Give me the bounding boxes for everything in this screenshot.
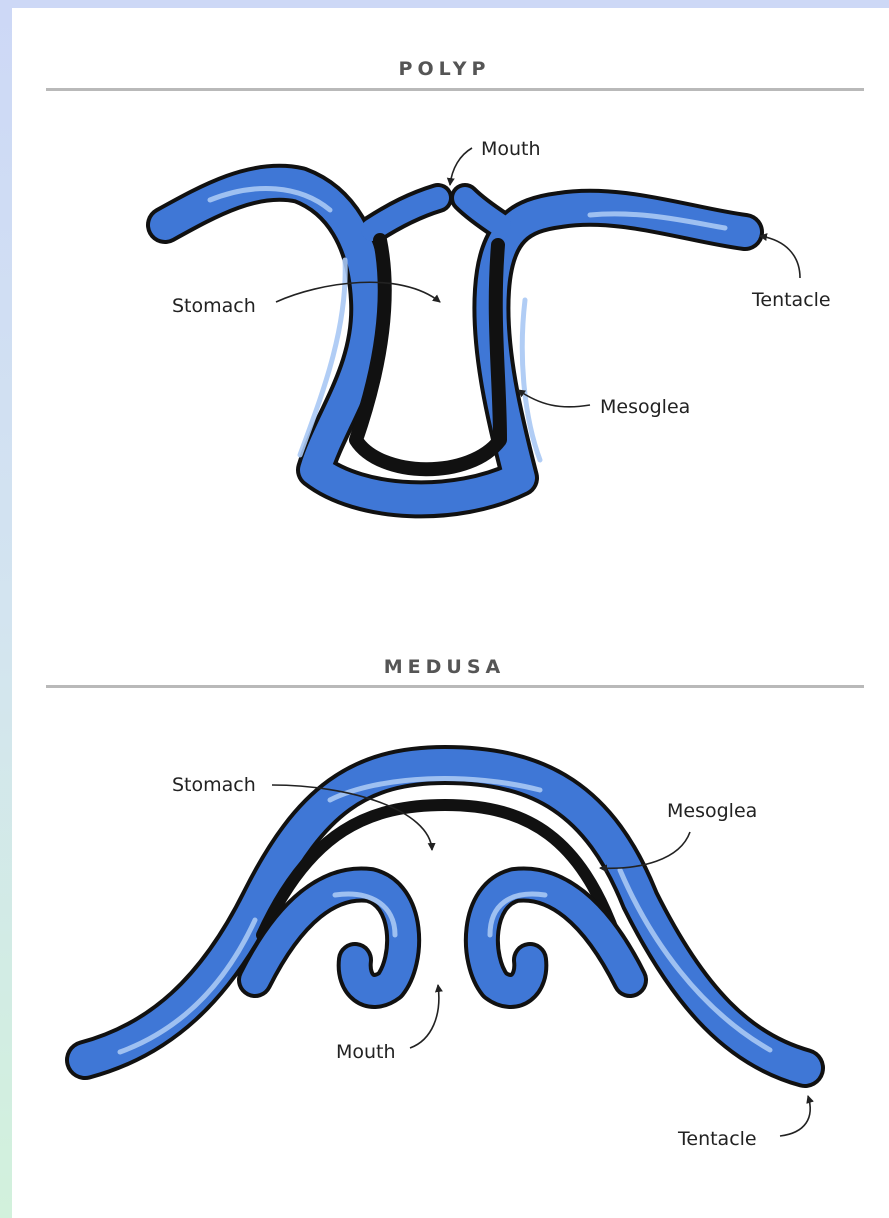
polyp-label-mouth: Mouth xyxy=(481,138,541,160)
medusa-label-mouth: Mouth xyxy=(336,1041,396,1063)
medusa-tentacle-arrow xyxy=(780,1096,810,1136)
polyp-label-mesoglea: Mesoglea xyxy=(600,396,690,418)
medusa-label-mesoglea: Mesoglea xyxy=(667,800,757,822)
polyp-body xyxy=(165,183,745,500)
polyp-mouth-arrow xyxy=(450,148,472,185)
medusa-label-stomach: Stomach xyxy=(172,774,256,796)
medusa-mouth-arrow xyxy=(410,985,439,1048)
polyp-tentacle-arrow xyxy=(760,236,800,278)
polyp-label-tentacle: Tentacle xyxy=(751,289,831,311)
polyp-label-stomach: Stomach xyxy=(172,295,256,317)
medusa-label-tentacle: Tentacle xyxy=(677,1128,757,1150)
